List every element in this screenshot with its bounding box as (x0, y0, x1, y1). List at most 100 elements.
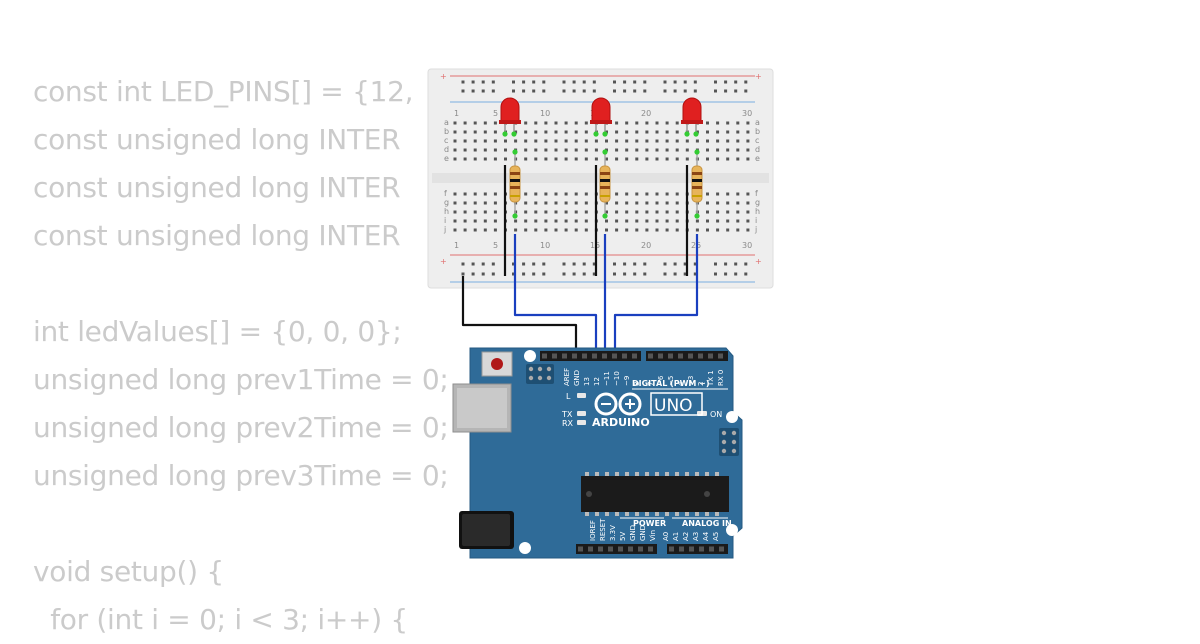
breadboard-hole (615, 228, 619, 232)
breadboard-hole (532, 80, 536, 84)
breadboard-hole (645, 148, 649, 152)
breadboard-hole (716, 192, 720, 196)
breadboard-hole (645, 219, 649, 223)
breadboard-hole (564, 192, 568, 196)
header-pin (622, 353, 627, 359)
pin-label: TX 1 (707, 370, 715, 387)
col-number-top: 20 (641, 109, 651, 118)
row-letter-left: c (444, 136, 448, 145)
breadboard-hole (625, 157, 629, 161)
breadboard-hole (554, 148, 558, 152)
pin-label: ~6 (657, 375, 665, 386)
breadboard-hole (532, 89, 536, 93)
arduino-logo-icon (594, 392, 642, 416)
breadboard-hole (625, 139, 629, 143)
header-pin (718, 353, 723, 359)
header-pin (668, 353, 673, 359)
breadboard-hole (605, 201, 608, 205)
breadboard-hole (746, 121, 750, 125)
rx-label: RX (562, 419, 574, 428)
header-pin (582, 353, 587, 359)
breadboard-hole (605, 228, 608, 232)
breadboard-hole (524, 192, 528, 196)
header-pin (608, 546, 613, 552)
breadboard-hole (706, 219, 709, 223)
digital-header-label: DIGITAL (PWM ~) (632, 379, 710, 388)
breadboard-hole (736, 210, 740, 214)
breadboard-hole (544, 130, 548, 134)
breadboard-hole (635, 228, 639, 232)
header-pin (618, 546, 623, 552)
breadboard-hole (544, 148, 548, 152)
code-background: const int LED_PINS[] = {12,const unsigne… (33, 68, 449, 644)
mount-hole (519, 542, 531, 554)
breadboard-hole (572, 272, 576, 276)
breadboard-hole (544, 219, 548, 223)
digital-header-right (646, 351, 728, 361)
breadboard-hole (572, 89, 576, 93)
breadboard-hole (643, 89, 647, 93)
breadboard-hole (493, 148, 497, 152)
chip-leg (675, 472, 679, 476)
col-number-bottom: 1 (454, 241, 459, 250)
breadboard-hole (564, 228, 568, 232)
code-line-6: int ledValues[] = {0, 0, 0}; (33, 315, 402, 348)
breadboard-hole (605, 219, 608, 223)
breadboard-hole (663, 89, 667, 93)
breadboard-hole (554, 201, 558, 205)
breadboard-hole (512, 89, 515, 93)
pin-label: 7 (647, 382, 655, 386)
breadboard-hole (534, 130, 538, 134)
breadboard-hole (726, 157, 730, 161)
breadboard-hole (461, 272, 465, 276)
breadboard-hole (655, 130, 659, 134)
row-letter-right: e (755, 154, 760, 163)
code-line-11: void setup() { (33, 555, 224, 588)
breadboard-hole (592, 89, 596, 93)
header-pin (592, 353, 597, 359)
pin-label: RESET (599, 518, 607, 541)
breadboard-hole (716, 121, 720, 125)
breadboard-hole (716, 130, 720, 134)
breadboard-hole (635, 192, 639, 196)
analog-header-label: ANALOG IN (682, 519, 732, 528)
breadboard-hole (453, 228, 457, 232)
breadboard-hole (564, 219, 568, 223)
breadboard-hole (524, 148, 528, 152)
breadboard-hole (493, 210, 497, 214)
breadboard-hole (574, 192, 578, 196)
breadboard-hole (584, 139, 588, 143)
breadboard-hole (524, 219, 528, 223)
breadboard-hole (736, 157, 740, 161)
chip-leg (615, 472, 619, 476)
breadboard-hole (514, 219, 518, 223)
breadboard-hole (665, 228, 669, 232)
breadboard-hole (675, 228, 679, 232)
breadboard-hole (584, 219, 588, 223)
pin-label: 4 (677, 381, 685, 386)
breadboard-hole (734, 262, 738, 266)
breadboard-hole (564, 148, 568, 152)
breadboard-hole (716, 201, 720, 205)
breadboard-hole (746, 192, 750, 196)
breadboard-hole (473, 157, 477, 161)
breadboard-hole (675, 130, 679, 134)
breadboard-hole (574, 228, 578, 232)
breadboard-hole (481, 89, 485, 93)
breadboard-hole (524, 228, 528, 232)
header-pin (602, 353, 607, 359)
breadboard-hole (493, 139, 497, 143)
breadboard-hole (584, 148, 588, 152)
header-pin (588, 546, 593, 552)
breadboard-hole (453, 192, 457, 196)
breadboard-hole (736, 139, 740, 143)
pin-label: 5V (619, 532, 627, 541)
breadboard-hole (673, 272, 677, 276)
tx-led-indicator (577, 411, 586, 416)
breadboard-hole (665, 210, 669, 214)
breadboard-hole (453, 121, 457, 125)
breadboard-hole (643, 80, 647, 84)
breadboard-hole (483, 192, 487, 196)
breadboard-hole (592, 262, 596, 266)
